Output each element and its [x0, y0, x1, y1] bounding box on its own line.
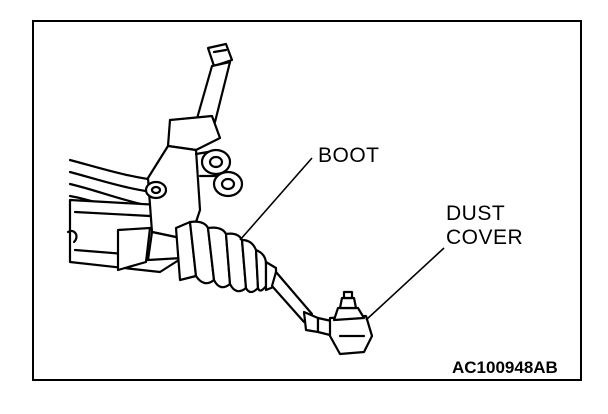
pressure-fittings — [194, 148, 244, 198]
input-shaft — [194, 42, 234, 124]
tie-rod-end — [328, 290, 374, 356]
figure-code: AC100948AB — [452, 358, 558, 377]
dust-cover-label-line1: DUST — [446, 202, 506, 225]
dust-cover-label-line2: COVER — [446, 226, 524, 249]
boot-label: BOOT — [318, 144, 380, 167]
boot-leader-line — [239, 157, 313, 241]
tie-rod — [270, 270, 338, 338]
boot-bellows — [174, 220, 278, 294]
dust-cover-leader-line — [365, 247, 445, 321]
